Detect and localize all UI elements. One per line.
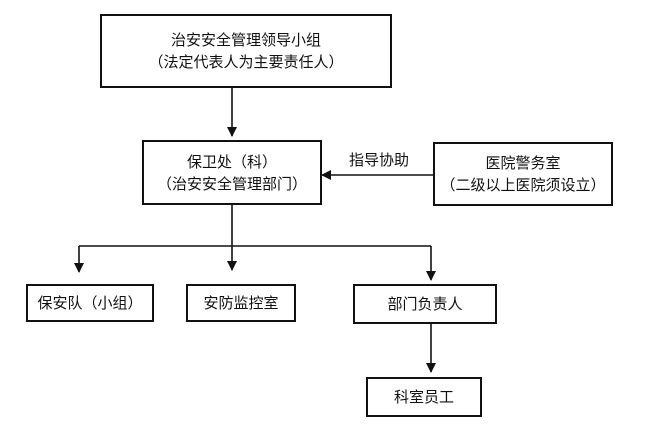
edge-guidance-label: 指导协助: [349, 151, 410, 169]
node-dept-head: 部门负责人: [353, 284, 497, 324]
node-leadership: 治安安全管理领导小组 （法定代表人为主要责任人）: [100, 14, 392, 88]
node-dept-head-label: 部门负责人: [387, 295, 463, 313]
node-leadership-title: 治安安全管理领导小组: [170, 31, 321, 49]
node-police-room-subtitle: （二级以上医院须设立）: [440, 176, 606, 194]
node-monitor-room: 安防监控室: [186, 284, 296, 322]
node-security-dept-title: 保卫处（科）: [186, 152, 277, 171]
node-leadership-subtitle: （法定代表人为主要责任人）: [148, 53, 344, 71]
node-police-room-title: 医院警务室: [485, 154, 561, 172]
node-security-dept-subtitle: （治安安全管理部门）: [156, 174, 307, 193]
node-staff: 科室员工: [366, 377, 482, 417]
node-monitor-room-label: 安防监控室: [203, 294, 279, 312]
node-staff-label: 科室员工: [393, 388, 454, 406]
node-security-team-label: 保安队（小组）: [37, 294, 143, 312]
node-security-team: 保安队（小组）: [26, 284, 154, 322]
node-security-dept: 保卫处（科） （治安安全管理部门）: [142, 140, 322, 205]
node-police-room: 医院警务室 （二级以上医院须设立）: [433, 142, 613, 206]
